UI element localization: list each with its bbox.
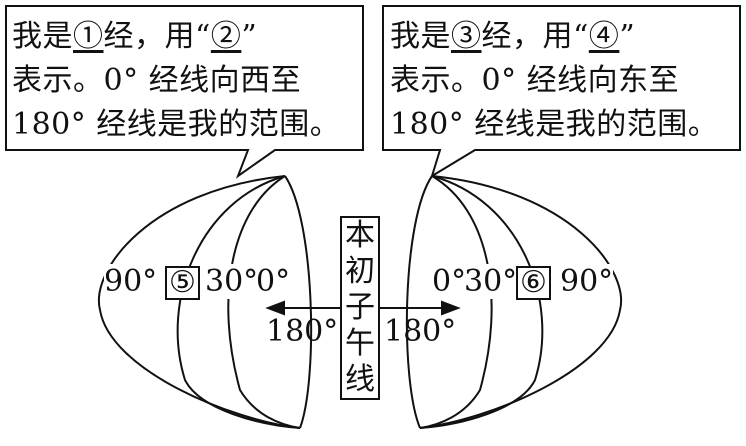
eastern-hemisphere: [405, 175, 623, 429]
char: 午: [345, 326, 375, 361]
right-callout-line2: 表示。0° 经线向东至: [390, 63, 680, 98]
left-callout-line1: 我是①经，用“②”: [12, 19, 258, 54]
prime-meridian-label: 本 初 子 午 线: [340, 216, 380, 400]
left-callout-line2: 表示。0° 经线向西至: [12, 63, 302, 98]
label-right-0: 0°: [432, 264, 467, 299]
right-callout-box: [382, 5, 741, 179]
blank-5: ⑤: [165, 266, 200, 300]
char: 线: [345, 362, 375, 397]
label-left-180: 180°: [266, 314, 339, 349]
left-callout-line3: 180° 经线是我的范围。: [12, 107, 341, 142]
label-left-30: 30°: [205, 264, 259, 299]
char: 子: [345, 290, 375, 325]
label-left-90: 90°: [104, 264, 158, 299]
char: 初: [345, 254, 375, 289]
left-callout-box: [5, 5, 364, 179]
blank-2: ②: [210, 19, 242, 54]
label-right-180: 180°: [384, 314, 457, 349]
label-right-30: 30°: [464, 264, 518, 299]
right-callout-line1: 我是③经，用“④”: [390, 19, 636, 54]
label-left-0: 0°: [256, 264, 291, 299]
label-right-90: 90°: [560, 264, 614, 299]
blank-6: ⑥: [516, 266, 551, 300]
char: 本: [345, 218, 375, 253]
blank-1: ①: [73, 19, 104, 54]
western-hemisphere: [97, 175, 313, 429]
blank-3: ③: [451, 19, 482, 54]
right-callout-line3: 180° 经线是我的范围。: [390, 107, 719, 142]
blank-4: ④: [588, 19, 620, 54]
